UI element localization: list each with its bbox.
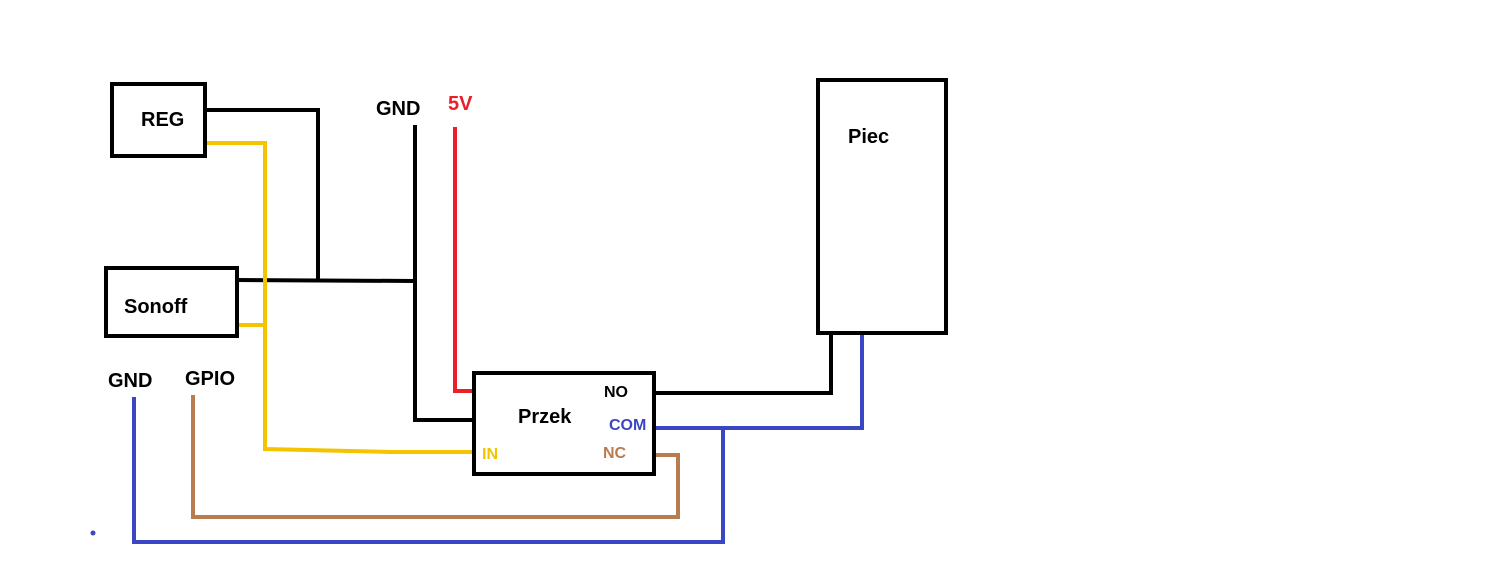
sonoff-box [104,266,239,338]
furnace-label: Piec [848,126,889,148]
relay-pin-com-label: COM [609,417,646,434]
gpio-brown-to-relay-nc-wire [191,395,680,519]
relay-no-to-furnace-wire [654,333,833,395]
gpio-label: GPIO [185,368,235,390]
5v-label: 5V [448,93,473,115]
sonoff-label: Sonoff [124,296,188,318]
5v-to-relay-wire [453,127,474,393]
reg-box [110,82,207,158]
wires [132,108,864,544]
gnd-to-relay-wire [413,125,474,422]
stray-dot [90,530,96,536]
relay-label: Przek [518,406,572,428]
relay-pin-in-label: IN [482,446,498,463]
relay-box [472,371,656,476]
furnace-box [816,78,948,335]
labels: REG Sonoff Przek Piec GND 5V GND GPIO NO… [108,93,889,463]
reg-label: REG [141,109,184,131]
reg-to-gnd-bus-wire [205,108,320,282]
gnd-bottom-label: GND [108,370,152,392]
components [104,78,948,476]
reg-yellow-signal-wire [205,141,474,454]
gnd-top-label: GND [376,98,420,120]
gnd-bottom-blue-wire [132,397,725,544]
relay-pin-nc-label: NC [603,445,627,462]
relay-pin-no-label: NO [604,384,628,401]
